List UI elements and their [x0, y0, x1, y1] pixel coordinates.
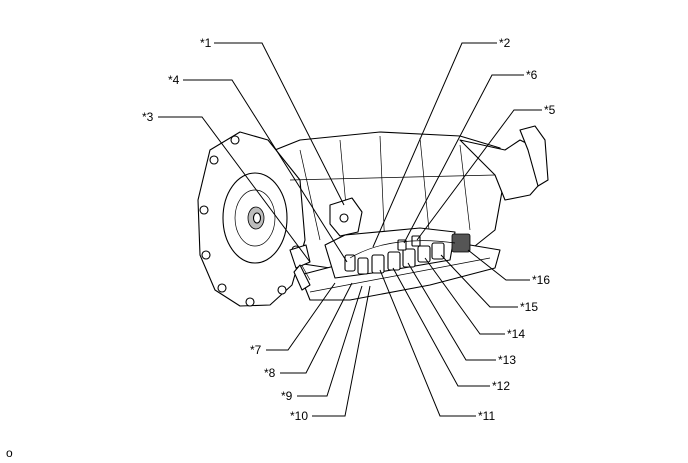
- callout-15: *15: [520, 300, 538, 314]
- callout-6: *6: [526, 68, 538, 82]
- bell-bolts: [199, 135, 301, 307]
- footer-mark: o: [6, 446, 13, 460]
- callout-labels: *1 *2 *3 *4 *5 *6 *7 *8 *9 *10 *11 *12 *…: [142, 36, 556, 423]
- callout-9: *9: [281, 389, 293, 403]
- transmission-illustration: [197, 125, 549, 307]
- callout-11: *11: [478, 409, 495, 423]
- wire-connector: [451, 233, 471, 253]
- callout-12: *12: [492, 379, 510, 393]
- leader-lines: [158, 42, 542, 417]
- output-shaft: [519, 125, 549, 187]
- converter-center: [252, 212, 262, 224]
- callout-16: *16: [532, 273, 550, 287]
- callout-10: *10: [290, 409, 308, 423]
- callout-1: *1: [200, 36, 212, 50]
- callout-14: *14: [507, 327, 525, 341]
- callout-4: *4: [168, 73, 180, 87]
- callout-3: *3: [142, 110, 154, 124]
- callout-13: *13: [498, 353, 516, 367]
- callout-8: *8: [264, 366, 276, 380]
- torque-converter-ring: [234, 189, 276, 247]
- callout-5: *5: [544, 103, 556, 117]
- callout-2: *2: [499, 36, 511, 50]
- callout-7: *7: [250, 343, 262, 357]
